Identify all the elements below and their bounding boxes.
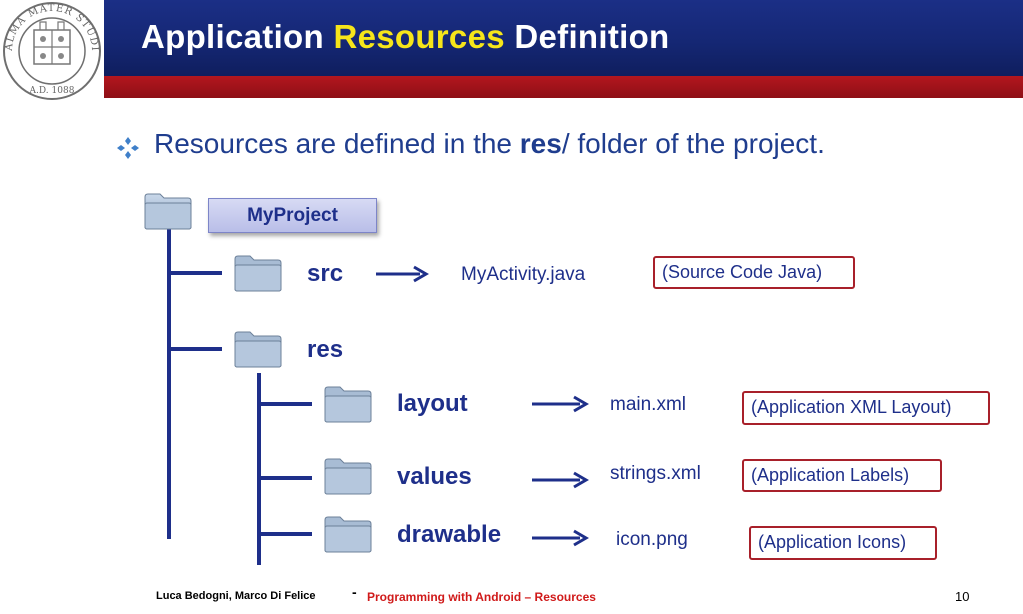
tree-branch-values [257,476,312,480]
folder-label-src: src [307,260,344,287]
tree-res-line [257,373,261,565]
footer-course-title: Programming with Android – Resources [367,590,596,604]
title-bar [104,0,1023,76]
bullet-text-bold: res [519,128,562,159]
university-seal-logo: ALMA MATER STUDIORUM A.D. 1088 [0,0,104,102]
folder-icon [233,253,283,293]
header-red-band [104,76,1023,98]
diamond-bullet-icon [116,136,140,160]
file-name-values: strings.xml [610,463,701,484]
description-drawable: (Application Icons) [749,526,937,560]
arrow-right-icon [376,265,429,283]
folder-icon [143,191,193,231]
tree-root-line [167,229,171,539]
folder-icon [323,384,373,424]
folder-label-layout: layout [397,390,468,417]
tree-branch-res [167,347,222,351]
file-name-src: MyActivity.java [461,264,586,285]
title-part2: Definition [504,18,670,55]
arrow-right-icon [532,395,589,413]
folder-icon [323,514,373,554]
tree-branch-layout [257,402,312,406]
description-src: (Source Code Java) [653,256,855,289]
svg-text:A.D. 1088: A.D. 1088 [29,86,75,96]
footer-authors: Luca Bedogni, Marco Di Felice [156,590,316,602]
file-name-drawable: icon.png [616,529,688,550]
folder-label-drawable: drawable [397,521,502,548]
title-highlight: Resources [333,18,505,55]
arrow-right-icon [532,471,589,489]
footer-separator: - [352,584,357,600]
bullet-text-before: Resources are defined in the [154,128,520,159]
folder-icon [323,456,373,496]
folder-icon [233,329,283,369]
title-part1: Application [141,18,334,55]
description-values: (Application Labels) [742,459,942,492]
page-number: 10 [955,589,970,604]
slide-title: Application Resources Definition [141,18,670,56]
arrow-right-icon [532,529,589,547]
tree-branch-src [167,271,222,275]
description-layout: (Application XML Layout) [742,391,990,425]
bullet-text: Resources are defined in the res/ folder… [154,128,825,160]
tree-branch-drawable [257,532,312,536]
folder-label-values: values [397,463,472,490]
bullet-text-after: / folder of the project. [561,128,825,159]
root-project-box: MyProject [208,198,377,233]
folder-label-res: res [307,336,344,363]
file-name-layout: main.xml [610,394,687,415]
